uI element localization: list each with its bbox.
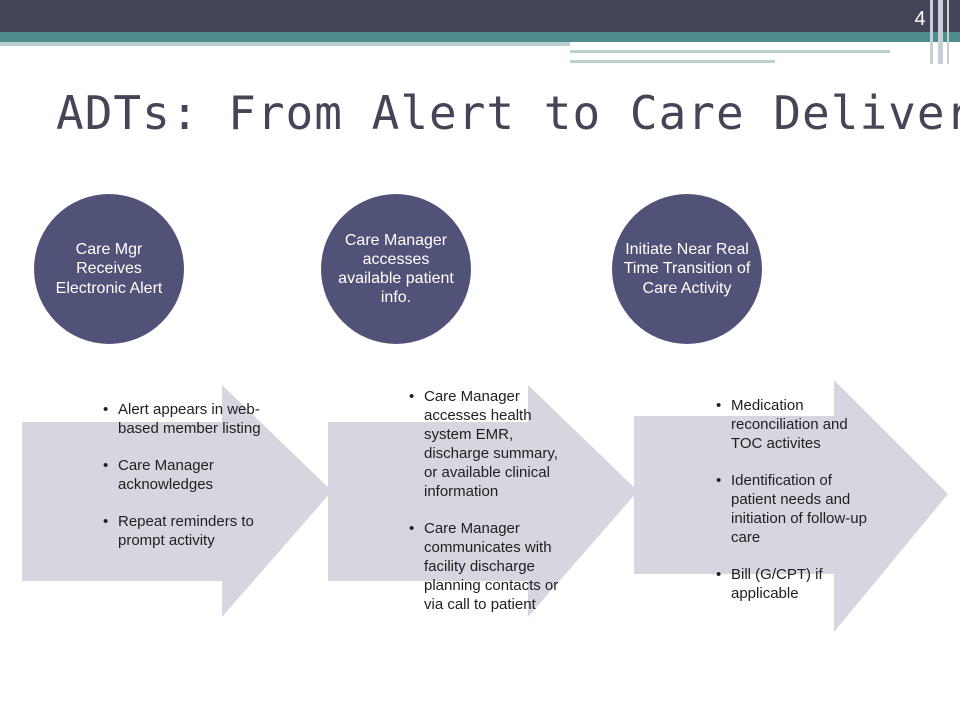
page-title: ADTs: From Alert to Care Delivery (56, 86, 960, 140)
list-item: Bill (G/CPT) if applicable (716, 565, 871, 603)
list-item: Alert appears in web-based member listin… (103, 400, 263, 438)
header-deco-vline (938, 0, 943, 64)
page-number: 4 (914, 8, 926, 30)
header-accent-bar (0, 32, 960, 42)
header-accent-line (0, 42, 570, 46)
header-deco-vline (930, 0, 933, 64)
step-2-circle: Care Manager accesses available patient … (321, 194, 471, 344)
list-item: Care Manager communicates with facility … (409, 519, 574, 614)
step-2-bullet-list: Care Manager accesses health system EMR,… (409, 387, 574, 632)
step-3-heading: Initiate Near Real Time Transition of Ca… (623, 241, 751, 297)
header-deco-line (570, 60, 775, 63)
list-item: Care Manager acknowledges (103, 456, 263, 494)
step-1-heading: Care Mgr Receives Electronic Alert (55, 241, 163, 297)
step-1-circle: Care Mgr Receives Electronic Alert (34, 194, 184, 344)
list-item: Care Manager accesses health system EMR,… (409, 387, 574, 501)
step-2-heading: Care Manager accesses available patient … (338, 231, 454, 307)
step-3-circle: Initiate Near Real Time Transition of Ca… (612, 194, 762, 344)
list-item: Medication reconciliation and TOC activi… (716, 396, 871, 453)
list-item: Identification of patient needs and init… (716, 471, 871, 547)
step-1-bullet-list: Alert appears in web-based member listin… (103, 400, 263, 568)
header-bar (0, 0, 960, 32)
step-3-bullet-list: Medication reconciliation and TOC activi… (716, 396, 871, 621)
header-deco-vline (947, 0, 949, 64)
list-item: Repeat reminders to prompt activity (103, 512, 263, 550)
step-1-arrow (22, 385, 332, 617)
header-deco-line (570, 50, 890, 53)
